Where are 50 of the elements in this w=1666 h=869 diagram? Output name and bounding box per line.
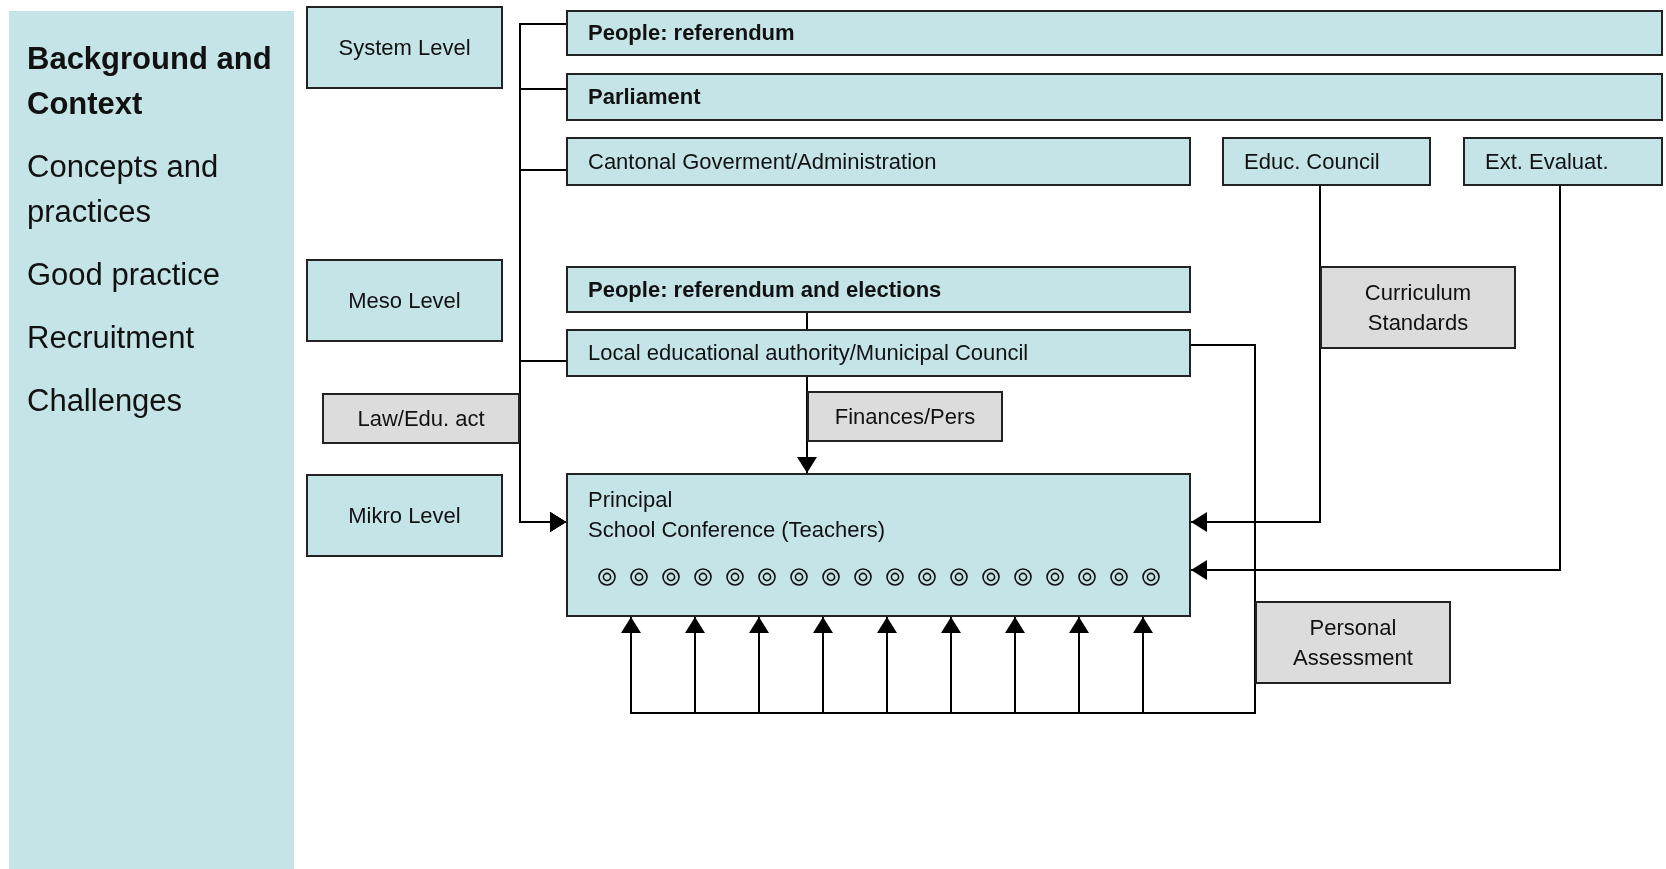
box-label: Curriculum Standards [1363,278,1473,337]
process-box [566,137,1191,186]
process-box [566,329,1191,377]
box-label: Ext. Evaluat. [1485,147,1609,176]
connector-arrow [685,616,705,714]
level-box [306,259,503,342]
box-label: Finances/Pers [834,402,976,431]
connector-arrow [1190,185,1561,580]
process-box [1222,137,1431,186]
connector-arrow [813,616,833,714]
box-label: System Level [338,33,471,62]
note-box [1255,601,1451,684]
process-box [1463,137,1663,186]
menu-item: Challenges [27,382,184,420]
process-box [566,73,1663,121]
connector-arrow [877,616,897,714]
menu-heading: Background and Context [27,40,273,123]
connector-arrow [797,376,817,474]
connector-arrow [1133,616,1153,714]
connector-arrow [1190,185,1321,532]
process-box [566,266,1191,313]
box-label: School Conference (Teachers) [588,516,886,544]
connector-arrow [941,616,961,714]
sidebar-panel [9,11,294,869]
level-box [306,6,503,89]
box-label: Meso Level [348,286,461,315]
box-label: Personal Assessment [1292,613,1414,672]
box-label: People: referendum [588,19,795,47]
box-label: Local educational authority/Municipal Council [588,339,1029,367]
menu-item: Good practice [27,256,221,294]
box-label: Principal [588,486,673,514]
menu-item: Recruitment [27,319,196,357]
box-label: Law/Edu. act [357,404,485,433]
box-label: Cantonal Goverment/Administration [588,147,937,176]
box-label: Mikro Level [348,501,461,530]
connector-arrow [519,360,567,532]
connector-arrow [621,344,1256,714]
connector-arrow [749,616,769,714]
note-box [322,393,520,444]
note-box [807,391,1003,442]
process-box [566,473,1191,617]
box-label: Parliament [588,83,701,111]
process-box [566,10,1663,56]
connector-arrow [1069,616,1089,714]
box-label: People: referendum and elections [588,275,942,304]
box-label: Educ. Council [1244,147,1380,176]
note-box [1320,266,1516,349]
level-box [306,474,503,557]
menu-item: Concepts and practices [27,148,220,231]
connector-arrow [1005,616,1025,714]
